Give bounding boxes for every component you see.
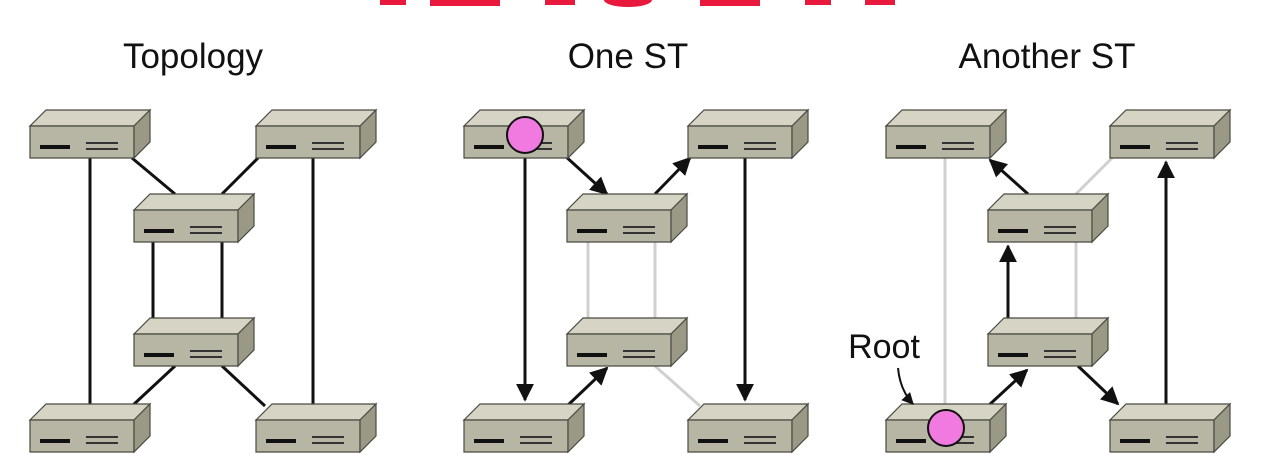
one-st-diagram: One ST bbox=[463, 37, 809, 453]
tree-link-arrow bbox=[988, 158, 1030, 196]
diagram-title-one-st: One ST bbox=[568, 37, 689, 76]
root-marker bbox=[506, 116, 544, 154]
tree-link-arrow bbox=[1076, 364, 1120, 406]
inactive-link bbox=[654, 364, 701, 408]
tree-link-arrow bbox=[986, 368, 1029, 408]
switch-icon bbox=[29, 403, 151, 453]
tree-link-arrow bbox=[653, 156, 692, 196]
link bbox=[131, 156, 176, 196]
root-pointer-arrow bbox=[897, 367, 914, 405]
tree-link-arrow bbox=[565, 366, 609, 408]
switch-icon bbox=[987, 317, 1109, 367]
switch-icon bbox=[255, 403, 377, 453]
tree-link-arrow bbox=[562, 153, 609, 196]
switch-icon bbox=[133, 193, 255, 243]
topology-diagram: Topology bbox=[29, 37, 377, 453]
diagram-title-another-st: Another ST bbox=[958, 37, 1135, 76]
inactive-link bbox=[1074, 156, 1114, 196]
another-st-diagram: Another ST Root bbox=[848, 37, 1231, 453]
root-marker bbox=[927, 409, 965, 447]
link bbox=[130, 364, 177, 408]
switch-icon bbox=[133, 317, 255, 367]
switch-icon bbox=[255, 109, 377, 159]
switch-icon bbox=[1109, 109, 1231, 159]
root-label: Root bbox=[848, 328, 920, 366]
link bbox=[220, 364, 267, 408]
heading-banner-fragment bbox=[380, 0, 895, 7]
switch-icon bbox=[885, 109, 1007, 159]
diagram-title-topology: Topology bbox=[123, 37, 264, 76]
switch-icon bbox=[463, 403, 585, 453]
switch-icon bbox=[566, 193, 688, 243]
link bbox=[220, 156, 260, 196]
switch-icon bbox=[29, 109, 151, 159]
switch-icon bbox=[687, 403, 809, 453]
switch-icon bbox=[987, 193, 1109, 243]
switch-icon bbox=[1109, 403, 1231, 453]
switch-icon bbox=[566, 317, 688, 367]
switch-icon bbox=[687, 109, 809, 159]
